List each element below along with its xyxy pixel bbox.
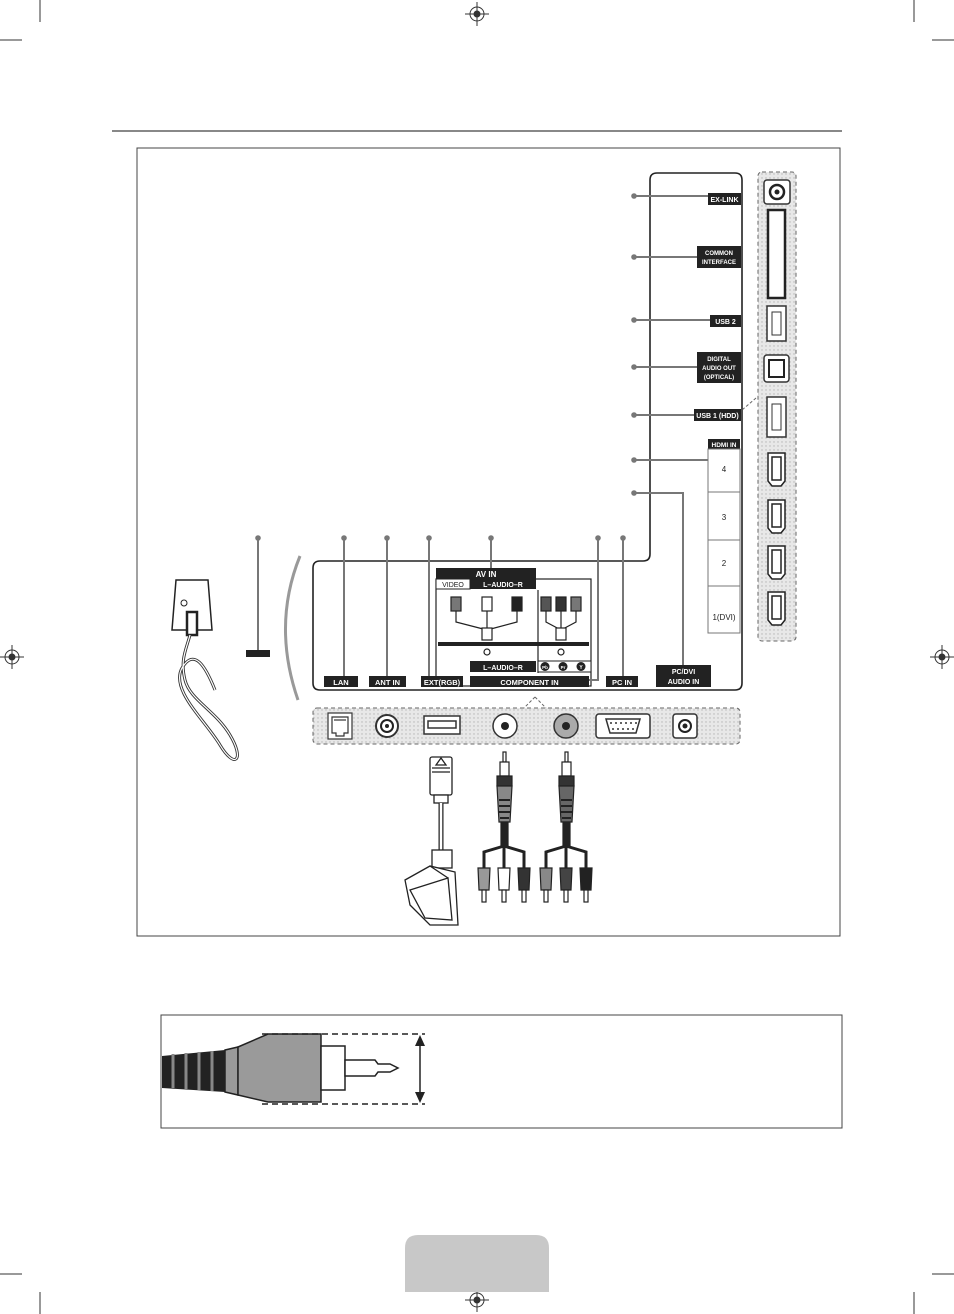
common-label: COMMON: [705, 251, 733, 257]
av-video-label: VIDEO: [442, 582, 464, 589]
interface-label: INTERFACE: [702, 260, 736, 266]
av-component-block: AV IN VIDEO L–AUDIO–R L–AUDIO–R Pb: [436, 568, 591, 687]
av-rca-cable-icon: [478, 752, 530, 902]
scart-adapter-icon: [405, 757, 458, 925]
page-number-tab: [405, 1235, 549, 1292]
lan-label: LAN: [333, 678, 348, 687]
tv-back-panel: [313, 173, 742, 690]
pr-label: Pr: [561, 665, 566, 670]
av-in-plugs-icon: [451, 597, 522, 655]
av-in-title: AV IN: [476, 570, 497, 579]
plug-dimension-icon: [162, 1034, 425, 1104]
common-interface-slot-icon: [768, 210, 785, 298]
component-plugs-icon: [541, 597, 581, 655]
usb2-label: USB 2: [715, 319, 736, 326]
power-cord-icon: [172, 580, 237, 759]
usb2-port-icon: [767, 306, 786, 341]
hdmi-in-label: HDMI IN: [712, 442, 737, 449]
component-in-label: COMPONENT IN: [500, 678, 558, 687]
panel-curve: [285, 556, 300, 700]
side-port-strip: [742, 172, 796, 641]
hdmi-3-label: 3: [722, 513, 727, 522]
pc-in-label: PC IN: [612, 678, 632, 687]
ex-link-label: EX-LINK: [711, 197, 739, 204]
bottom-port-strip: [313, 697, 740, 744]
pb-label: Pb: [542, 665, 548, 670]
hdmi-2-label: 2: [722, 559, 727, 568]
pc-in-port-icon: [596, 714, 650, 738]
ant-in-label: ANT IN: [375, 678, 400, 687]
hdmi-1-label: 1(DVI): [712, 613, 735, 622]
hdmi-4-label: 4: [722, 465, 727, 474]
digital-label: DIGITAL: [707, 357, 731, 363]
av-audio-jack-icon: [493, 714, 517, 738]
usb1-label: USB 1 (HDD): [696, 413, 738, 420]
optical-label: (OPTICAL): [704, 375, 734, 381]
lan-port-icon: [328, 713, 352, 739]
ant-in-port-icon: [376, 715, 398, 737]
ext-rgb-label: EXT(RGB): [424, 678, 461, 687]
usb1-port-icon: [767, 397, 786, 437]
bottom-callouts: [256, 536, 625, 680]
component-audio-label: L–AUDIO–R: [483, 665, 523, 672]
component-rca-cable-icon: [540, 752, 592, 902]
av-audio-label: L–AUDIO–R: [483, 582, 523, 589]
component-audio-jack-icon: [554, 714, 578, 738]
pc-audio-jack-icon: [673, 714, 697, 738]
pc-dvi-label: PC/DVI: [672, 669, 695, 676]
audio-out-label: AUDIO OUT: [702, 366, 736, 372]
ext-rgb-port-icon: [424, 716, 460, 734]
hdmi-cells: 4 3 2 1(DVI): [708, 449, 740, 633]
audio-in-label: AUDIO IN: [668, 679, 700, 686]
power-switch-icon: [246, 650, 270, 657]
